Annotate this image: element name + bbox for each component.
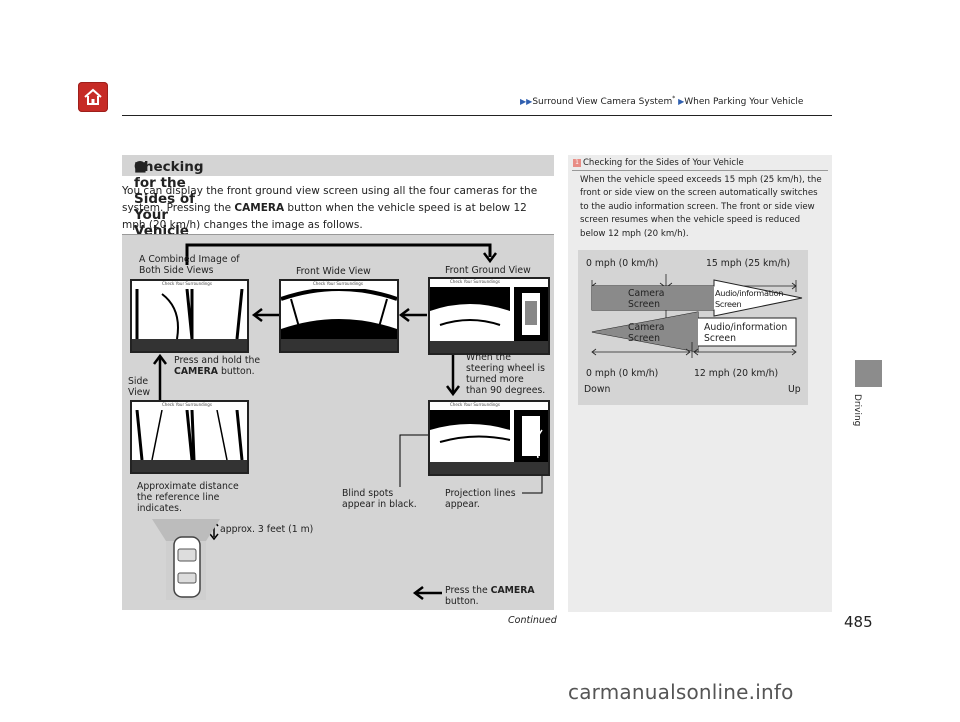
screen-caption: Check Your Surroundings bbox=[430, 402, 548, 410]
car-icon bbox=[173, 536, 201, 598]
screen-image bbox=[132, 289, 247, 339]
breadcrumb: ▶▶Surround View Camera System* ▶When Par… bbox=[520, 95, 803, 107]
front-wide-label: Front Wide View bbox=[296, 266, 371, 277]
home-button[interactable] bbox=[78, 82, 108, 112]
screen-caption: Check Your Surroundings bbox=[132, 402, 247, 410]
screen-toolbar bbox=[132, 460, 247, 472]
speed-top-right: 15 mph (25 km/h) bbox=[706, 258, 791, 269]
header-rule bbox=[122, 115, 832, 116]
home-icon bbox=[84, 88, 102, 105]
screen-caption: Check Your Surroundings bbox=[132, 281, 247, 289]
screen-toolbar bbox=[430, 341, 548, 353]
square-bullet-icon: ■ bbox=[134, 159, 147, 175]
screen-image bbox=[281, 289, 397, 339]
front-ground-turned-screen: Check Your Surroundings bbox=[428, 400, 550, 476]
distance-label: approx. 3 feet (1 m) bbox=[220, 524, 314, 535]
breadcrumb-item[interactable]: When Parking Your Vehicle bbox=[684, 97, 804, 107]
screen-caption: Check Your Surroundings bbox=[281, 281, 397, 289]
breadcrumb-arrow-icon: ▶ bbox=[678, 97, 685, 106]
screen-toolbar bbox=[430, 462, 548, 474]
side-view-screen: Check Your Surroundings bbox=[130, 400, 249, 474]
body-text-2: button when the vehicle speed is at belo… bbox=[122, 202, 527, 231]
watermark: carmanualsonline.info bbox=[568, 680, 794, 704]
screen-toolbar bbox=[132, 339, 247, 351]
front-ground-view-screen: Check Your Surroundings bbox=[428, 277, 550, 355]
screen-toolbar bbox=[281, 339, 397, 351]
note-text: When the vehicle speed exceeds 15 mph (2… bbox=[580, 175, 822, 239]
screen-image bbox=[430, 287, 548, 341]
note-rule bbox=[572, 170, 828, 171]
speed-bottom-mid: 12 mph (20 km/h) bbox=[694, 368, 779, 379]
section-header: ■Checking for the Sides of Your Vehicle bbox=[122, 155, 554, 239]
speed-arrows bbox=[591, 274, 803, 358]
front-ground-label: Front Ground View bbox=[445, 265, 531, 276]
front-wide-view-screen: Check Your Surroundings bbox=[279, 279, 399, 353]
camera-diagram: Check Your Surroundings Check Your Surro… bbox=[122, 234, 554, 610]
down-arrow-icon bbox=[483, 252, 497, 264]
camera-bold: CAMERA bbox=[234, 202, 285, 214]
speed-top-left: 0 mph (0 km/h) bbox=[586, 258, 659, 269]
continued-label: Continued bbox=[508, 615, 557, 626]
breadcrumb-arrow-icon: ▶▶ bbox=[520, 97, 533, 106]
body-text-1: You can display the front ground view sc… bbox=[122, 185, 538, 214]
speed-down-label: Down bbox=[584, 384, 611, 395]
breadcrumb-item[interactable]: Surround View Camera System bbox=[532, 97, 673, 107]
footnote-star: * bbox=[672, 95, 676, 102]
section-body: You can display the front ground view sc… bbox=[122, 183, 552, 234]
chapter-tab[interactable] bbox=[855, 360, 882, 387]
combined-side-view-screen: Check Your Surroundings bbox=[130, 279, 249, 353]
screen-image bbox=[135, 410, 244, 460]
note-title: Checking for the Sides of Your Vehicle bbox=[583, 158, 744, 168]
note-number: 1 bbox=[573, 159, 581, 167]
chapter-label: Driving bbox=[852, 394, 862, 427]
screen-caption: Check Your Surroundings bbox=[430, 279, 548, 287]
screen-image bbox=[430, 410, 548, 462]
speed-bottom-left: 0 mph (0 km/h) bbox=[586, 368, 659, 379]
page-number: 485 bbox=[844, 613, 873, 631]
speed-up-label: Up bbox=[788, 384, 801, 395]
